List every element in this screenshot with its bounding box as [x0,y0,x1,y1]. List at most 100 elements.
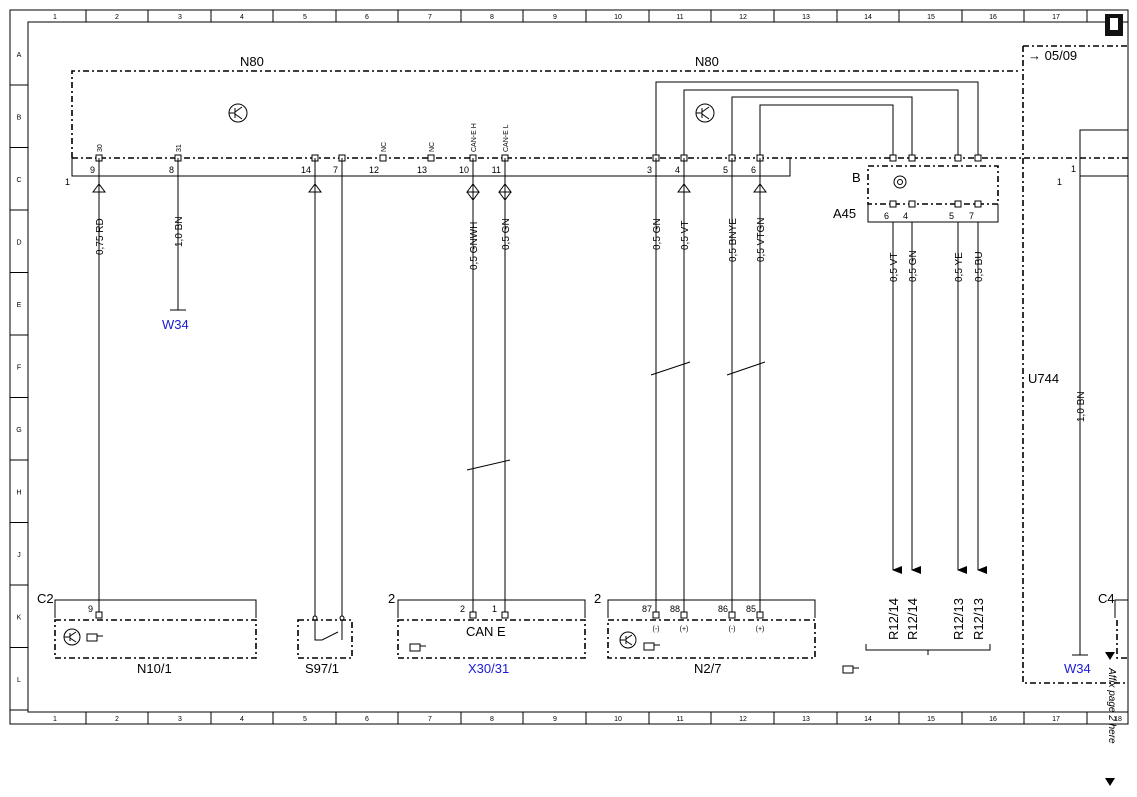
column-label: 17 [1052,14,1060,21]
x30-pin-label: 2 [460,604,465,614]
hand-pointer-icon[interactable] [86,633,103,642]
ref-label[interactable]: R12/13 [971,598,986,640]
n80-connector-strip [71,158,791,177]
n80-boundary-top [71,70,1020,158]
a45-label: A45 [833,206,856,221]
transistor-icon [63,628,81,646]
n2-pin-number: 85 [746,604,756,614]
column-label: 11 [676,716,683,723]
column-label: 3 [178,14,182,21]
n2-pin-sign: (-) [653,626,660,633]
column-label: 10 [614,716,622,723]
c4-conn-label: C4 [1098,591,1115,606]
wire-label: 0,5 GN [908,250,919,282]
wire-label: 0,5 VTGN [756,218,767,262]
column-label: 12 [739,716,747,723]
n2-pin-number: 87 [642,604,652,614]
arrow-down-icon [1105,652,1115,660]
transistor-icon [695,103,715,123]
ref-bracket [865,644,991,655]
x30-name[interactable]: X30/31 [468,661,509,676]
u744-connector [1079,129,1128,177]
column-label: 4 [240,716,244,723]
column-label: 4 [240,14,244,21]
twist-can [466,459,511,471]
n2-conn-label: 2 [594,591,601,606]
column-label: 13 [802,716,810,723]
a45-pin [889,200,897,208]
s97-name[interactable]: S97/1 [305,661,339,676]
ref-label[interactable]: R12/13 [951,598,966,640]
n80-pin-number: 5 [723,165,728,175]
a45-pin-number: 5 [949,211,954,221]
u744-label: U744 [1028,371,1059,386]
hand-pointer-icon[interactable] [409,643,426,652]
column-label: 16 [989,14,997,21]
x30-inner-label: CAN E [466,624,506,639]
ref-label[interactable]: R12/14 [905,598,920,640]
n80-label-right: N80 [695,54,719,69]
ref-label[interactable]: R12/14 [886,598,901,640]
x30-boundary [397,619,586,659]
a45-connector-strip [867,204,999,223]
n10-name[interactable]: N10/1 [137,661,172,676]
switch-symbol [314,614,343,641]
x30-connector [397,599,586,618]
document-icon-inner [1110,18,1118,30]
a45-pin-number: 4 [903,211,908,221]
s97-boundary [297,619,353,659]
n80-pin [379,154,387,162]
wire-label: 0,5 GN [652,218,663,250]
n10-pin [95,611,103,619]
c4-connector [1114,599,1128,618]
n80-pin-number: 13 [417,165,427,175]
ground-label[interactable]: W34 [162,317,189,332]
wire-label: 0,5 VT [889,253,900,282]
column-label: 1 [53,14,57,21]
version-label: → 05/09 [1028,48,1077,63]
column-label: 9 [553,716,557,723]
a45-top-pin [974,154,982,162]
n80-pin-name: 30 [97,144,104,152]
u744-pin-start: 1 [1057,177,1062,187]
column-label: 11 [676,14,683,21]
n80-pin-number: 7 [333,165,338,175]
n2-pin-number: 88 [670,604,680,614]
a45-pin-number: 7 [969,211,974,221]
a45-boundary [867,165,999,205]
wire-label: 0,5 BNYE [728,218,739,262]
column-label: 8 [490,14,494,21]
a45-pin [954,200,962,208]
hand-pointer-icon[interactable] [842,665,859,674]
column-label: 6 [365,716,369,723]
wire-label: 1,0 BN [174,216,185,247]
column-label: 17 [1052,716,1060,723]
ground-label[interactable]: W34 [1064,661,1091,676]
n2-pin [652,611,660,619]
side-note: Affix page 2 here [1106,667,1117,744]
column-label: 10 [614,14,622,21]
row-label: K [17,615,22,622]
n2-pin-number: 86 [718,604,728,614]
row-label: G [16,427,21,434]
hand-pointer-icon[interactable] [643,642,660,651]
wire-label: 0,75 RD [95,218,106,255]
wire-label: 1,0 BN [1076,391,1087,422]
wire-label: 0,5 BU [974,251,985,282]
n80-pin-number: 11 [492,165,501,175]
column-label: 2 [115,14,119,21]
n2-boundary [607,619,816,659]
a45-output-wires [892,222,987,574]
x30-conn-label: 2 [388,591,395,606]
n80-pin-name: CAN-E H [471,123,478,152]
a45-inner-label: B [852,170,861,185]
n80-pin-name: NC [381,142,388,152]
row-label: C [16,177,21,184]
row-label: E [17,302,22,309]
n80-label-left: N80 [240,54,264,69]
column-label: 1 [53,716,57,723]
n2-name[interactable]: N2/7 [694,661,721,676]
